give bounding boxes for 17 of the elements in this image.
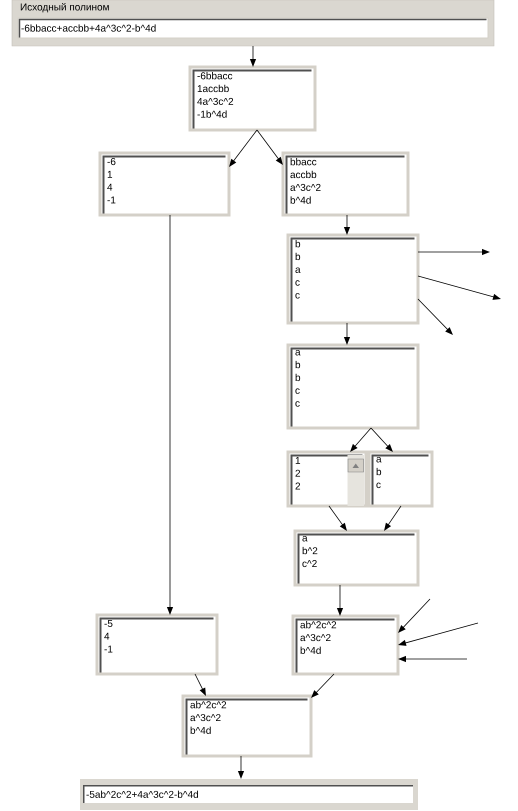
list-box: ab^2c^2 a^3c^2 b^4d <box>182 694 312 758</box>
list-box: ab^2c^2 a^3c^2 b^4d <box>292 614 400 676</box>
list-box: b b a c c <box>286 234 420 324</box>
arrow <box>311 674 334 698</box>
list-box: a b^2 c^2 <box>294 530 420 586</box>
list-box: a b c <box>368 450 434 508</box>
arrow <box>418 298 453 335</box>
list-box: -6bbacc 1accbb 4a^3c^2 -1b^4d <box>188 66 316 132</box>
arrow <box>350 428 372 452</box>
list-box: -6 1 4 -1 <box>98 152 230 216</box>
text-field: -5ab^2c^2+4a^3c^2-b^4d <box>80 779 418 810</box>
arrow <box>398 598 430 633</box>
list-box: -5 4 -1 <box>96 614 218 676</box>
list-box: a b b c c <box>286 344 420 430</box>
text-field: -6bbacc+accbb+4a^3c^2-b^4d <box>18 18 488 38</box>
list-box: bbacc accbb a^3c^2 b^4d <box>282 152 410 216</box>
arrow <box>370 428 393 452</box>
